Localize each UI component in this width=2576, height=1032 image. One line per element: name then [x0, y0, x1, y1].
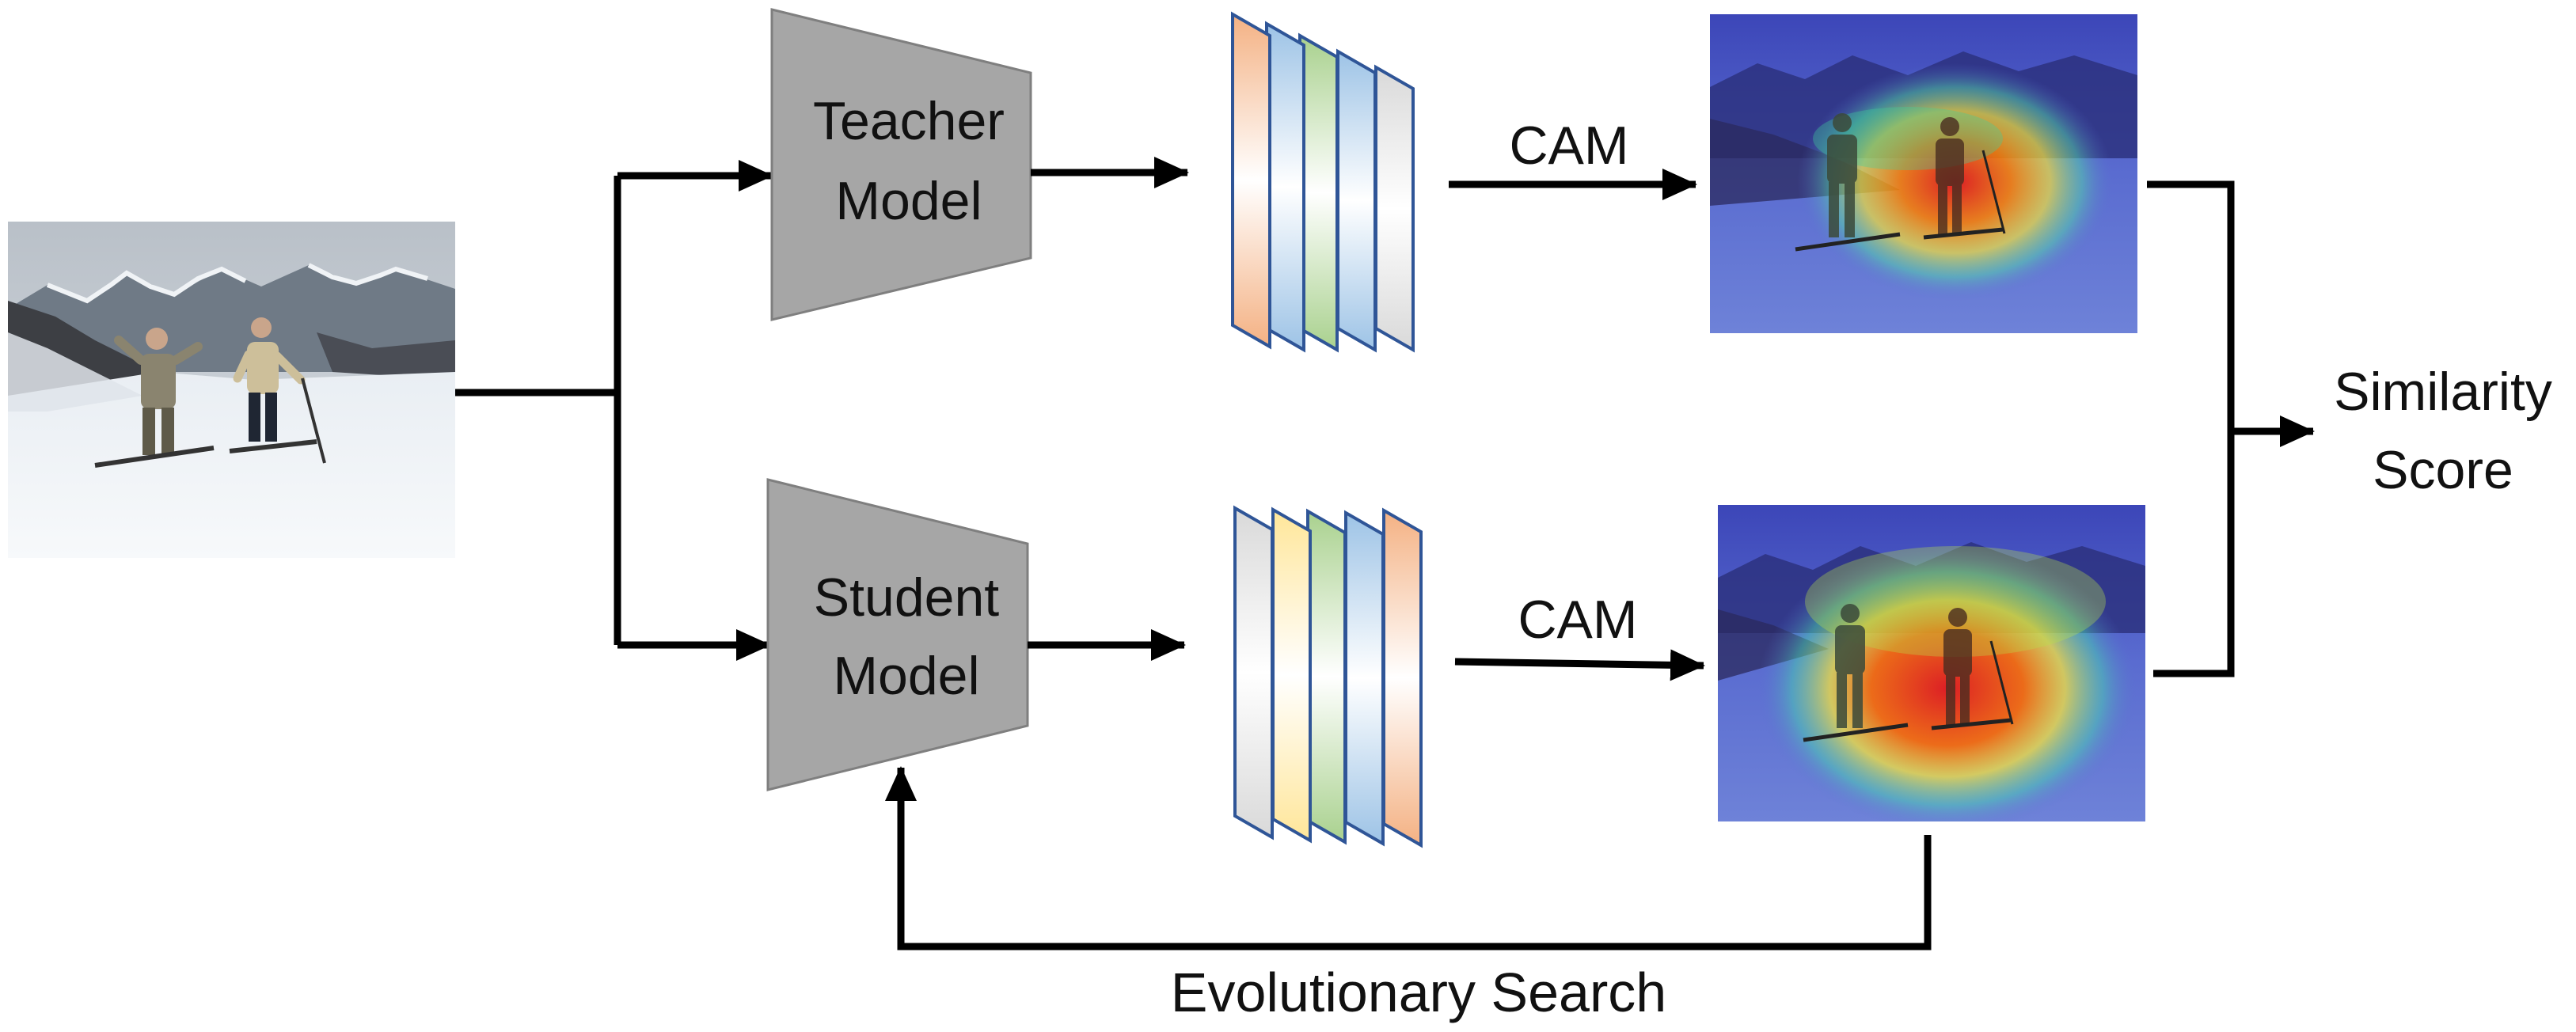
cam-top-label: CAM — [1509, 116, 1628, 176]
teacher-model-line1: Teacher — [813, 91, 1005, 151]
input-connectors — [455, 160, 773, 661]
student-feature-map-2 — [1271, 507, 1312, 844]
student-feature-map-3 — [1306, 508, 1347, 845]
teacher-feature-map-1 — [1231, 11, 1271, 350]
student-cam-heatmap — [1718, 505, 2145, 821]
merge-connectors — [2147, 180, 2315, 677]
similarity-score-output: Similarity Score — [2334, 362, 2552, 500]
teacher-feature-map-5 — [1374, 64, 1415, 353]
evolutionary-search-label: Evolutionary Search — [1171, 962, 1666, 1023]
student-feature-map-4 — [1344, 510, 1385, 847]
teacher-feature-map-3 — [1298, 32, 1339, 353]
student-feature-maps — [1233, 505, 1423, 848]
student-model-block: Student Model — [766, 478, 1029, 791]
student-feature-map-5 — [1382, 507, 1423, 848]
similarity-line1: Similarity — [2334, 362, 2552, 422]
teacher-cam-heatmap — [1710, 14, 2137, 333]
student-model-line2: Model — [833, 646, 979, 706]
teacher-feature-maps — [1231, 11, 1415, 353]
teacher-model-line2: Model — [835, 171, 982, 231]
evolutionary-search-loop: Evolutionary Search — [885, 766, 1932, 1023]
cam-top-group: CAM — [1449, 116, 1697, 200]
teacher-feature-map-2 — [1265, 21, 1305, 353]
teacher-feature-map-4 — [1336, 48, 1377, 353]
teacher-model-block: Teacher Model — [770, 8, 1032, 321]
student-model-line1: Student — [814, 567, 1000, 628]
cam-bottom-label: CAM — [1518, 590, 1637, 650]
cam-bottom-group: CAM — [1454, 590, 1705, 681]
similarity-line2: Score — [2373, 440, 2513, 500]
student-feature-map-1 — [1233, 505, 1274, 840]
input-photo — [8, 222, 455, 558]
